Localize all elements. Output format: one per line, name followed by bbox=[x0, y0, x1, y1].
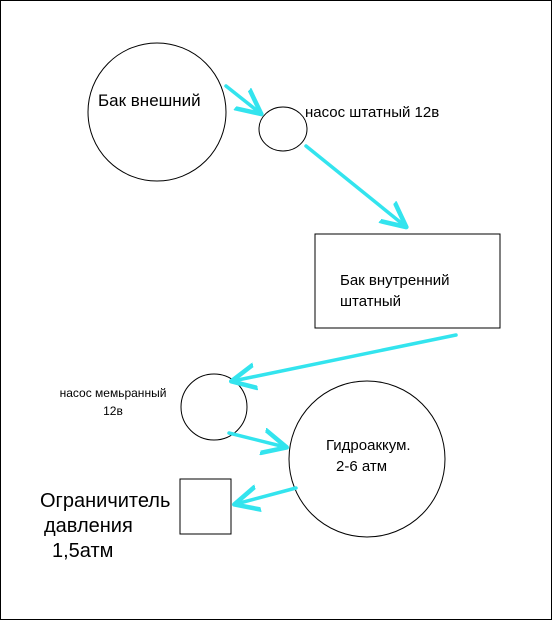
arrow-internal-tank-to-membrane-pump bbox=[233, 333, 458, 381]
stock-pump-label: насос штатный 12в bbox=[305, 104, 440, 121]
arrow-accumulator-to-limiter bbox=[236, 488, 298, 504]
membrane-pump-label-line2: 12в bbox=[103, 404, 123, 418]
membrane-pump-shape bbox=[180, 373, 248, 441]
internal-tank-shape bbox=[314, 233, 501, 329]
accumulator-shape bbox=[288, 380, 446, 538]
pressure-limiter-shape bbox=[179, 478, 232, 535]
arrow-pump-to-internal-tank bbox=[304, 144, 405, 226]
accumulator-label-line1: Гидроаккум. bbox=[326, 437, 411, 454]
internal-tank-label-line1: Бак внутренний bbox=[340, 272, 450, 289]
membrane-pump-label-line1: насос мемьранный bbox=[59, 386, 167, 400]
arrow-external-to-pump bbox=[224, 84, 260, 113]
arrow-membrane-pump-to-accumulator bbox=[227, 433, 285, 447]
stock-pump-shape bbox=[258, 106, 308, 152]
pressure-limiter-label-line3: 1,5атм bbox=[52, 540, 114, 562]
pressure-limiter-label-line1: Ограничитель bbox=[40, 490, 171, 512]
external-tank-shape bbox=[87, 42, 227, 182]
accumulator-label-line2: 2-6 атм bbox=[336, 458, 388, 475]
pressure-limiter-label-line2: давления bbox=[44, 515, 133, 537]
external-tank-label: Бак внешний bbox=[98, 91, 201, 110]
internal-tank-label-line2: штатный bbox=[340, 293, 402, 310]
